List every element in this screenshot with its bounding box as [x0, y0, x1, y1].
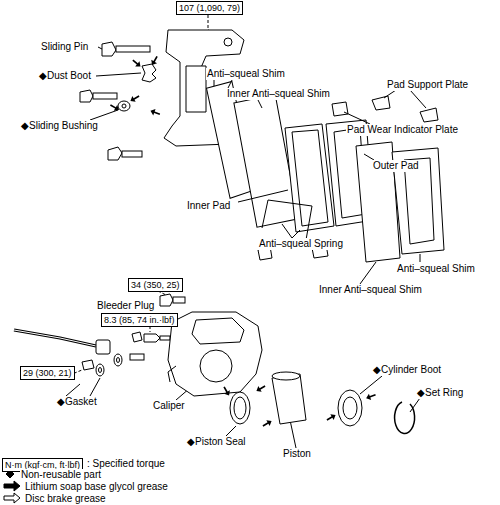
part-label: Inner Pad [186, 200, 231, 212]
part-label: Bleeder Plug [96, 300, 155, 312]
part-label: Anti–squeal Shim [206, 68, 286, 80]
part-name: Anti–squeal Shim [207, 68, 285, 79]
part-label: Piston [282, 448, 312, 460]
piston [272, 374, 306, 424]
part-label: ◆Dust Boot [38, 70, 92, 82]
torque-box: 34 (350, 25) [128, 278, 183, 292]
part-label: ◆Gasket [56, 396, 98, 408]
part-label: ◆Piston Seal [186, 436, 247, 448]
torque-text: 8.3 (85, 74 in.·lbf) [104, 315, 175, 325]
torque-box: 107 (1,090, 79) [176, 1, 243, 15]
part-label: Anti–squeal Shim [396, 263, 476, 275]
sliding-bushing [118, 101, 130, 111]
part-label: Inner Anti–squeal Shim [226, 88, 331, 100]
gasket [96, 364, 104, 376]
part-name: Inner Anti–squeal Shim [319, 284, 422, 295]
part-label: Pad Support Plate [386, 79, 469, 91]
legend-label: : Specified torque [87, 458, 165, 469]
part-label: ◆Cylinder Boot [372, 364, 442, 376]
set-ring [395, 402, 415, 433]
part-label: Caliper [152, 400, 186, 412]
part-name: Inner Anti–squeal Shim [227, 88, 330, 99]
part-name: ◆Dust Boot [39, 70, 91, 81]
torque-text: 34 (350, 25) [131, 280, 180, 290]
part-name: Piston [283, 448, 311, 459]
torque-box: 29 (300, 21) [20, 366, 75, 380]
part-name: ◆Sliding Bushing [21, 120, 98, 131]
part-label: Sliding Pin [40, 41, 89, 53]
part-name: ◆Piston Seal [187, 436, 246, 447]
part-label: ◆Set Ring [416, 387, 464, 399]
part-label: Anti–squeal Spring [258, 238, 344, 250]
part-name: Sliding Pin [41, 41, 88, 52]
part-name: Outer Pad [373, 160, 419, 171]
legend-text: Disc brake grease [24, 493, 107, 505]
legend-label: Disc brake grease [25, 493, 106, 504]
part-name: Pad Support Plate [387, 79, 468, 90]
part-label: Pad Wear Indicator Plate [346, 124, 459, 136]
anti-squeal-spring [262, 200, 312, 240]
pad-support-plate [372, 96, 390, 110]
legend-label: Lithium soap base glycol grease [25, 481, 168, 492]
torque-box: 8.3 (85, 74 in.·lbf) [101, 313, 178, 327]
part-label: Inner Anti–squeal Shim [318, 284, 423, 296]
legend-label: Non-reusable part [21, 469, 101, 480]
caliper-body [168, 312, 262, 396]
part-name: Anti–squeal Shim [397, 263, 475, 274]
union [96, 340, 110, 354]
part-name: Caliper [153, 400, 185, 411]
legend-text: Lithium soap base glycol grease [24, 481, 169, 493]
part-name: Pad Wear Indicator Plate [347, 124, 458, 135]
pad-wear-indicator [332, 102, 348, 116]
torque-text: 107 (1,090, 79) [179, 3, 240, 13]
black-arrow-sample [4, 481, 20, 491]
part-name: Inner Pad [187, 200, 230, 211]
gasket [114, 354, 122, 366]
outline-arrow-sample [4, 493, 20, 503]
part-label: Outer Pad [372, 160, 420, 172]
cylinder-boot [338, 390, 362, 426]
torque-text: 29 (300, 21) [23, 368, 72, 378]
bleeder-plug [144, 334, 160, 342]
dust-boot [142, 64, 156, 82]
part-name: ◆Set Ring [417, 387, 463, 398]
part-label: ◆Sliding Bushing [20, 120, 99, 132]
part-name: Anti–squeal Spring [259, 238, 343, 249]
part-name: ◆Gasket [57, 396, 97, 407]
part-name: Bleeder Plug [97, 300, 154, 311]
part-name: ◆Cylinder Boot [373, 364, 441, 375]
inner-pad [285, 124, 334, 232]
piston-seal [230, 392, 250, 424]
legend-text: Non-reusable part [20, 469, 102, 481]
sliding-pin [102, 42, 150, 56]
